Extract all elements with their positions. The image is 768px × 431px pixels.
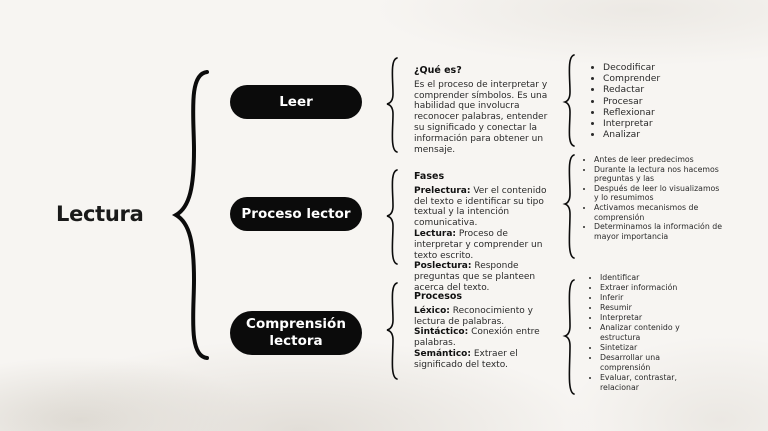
desc-heading: Fases	[414, 171, 445, 182]
desc-paragraph-semantico: Semántico: Extraer el significado del te…	[414, 348, 518, 370]
desc-heading: Procesos	[414, 291, 463, 302]
list-item: Sintetizar	[600, 343, 700, 353]
list-item: Después de leer lo visualizamos y lo res…	[594, 184, 724, 203]
bullets-proceso-lector: Antes de leer predecimos Durante la lect…	[583, 155, 724, 241]
node-label: Proceso lector	[241, 205, 351, 222]
list-item: Antes de leer predecimos	[594, 155, 724, 165]
node-label-line-2: lectora	[269, 333, 323, 349]
list-item: Analizar contenido y estructura	[600, 323, 700, 343]
desc-heading: ¿Qué es?	[414, 65, 462, 76]
bullets-comprension-lectora: Identificar Extraer información Inferir …	[589, 273, 700, 393]
desc-brace-2	[386, 169, 398, 265]
desc-paragraph-poslectura: Poslectura: Responde preguntas que se pl…	[414, 261, 536, 293]
node-leer: Leer	[230, 85, 362, 119]
list-item: Resumir	[600, 303, 700, 313]
list-brace-3	[562, 279, 575, 395]
node-label: Leer	[279, 93, 313, 110]
list-item: Identificar	[600, 273, 700, 283]
desc-comprension-lectora: Procesos Léxico: Reconocimiento y lectur…	[414, 291, 556, 371]
desc-proceso-lector: Fases Prelectura: Ver el contenido del t…	[414, 171, 556, 294]
list-item: Procesar	[603, 96, 660, 107]
desc-brace-1	[386, 57, 398, 153]
list-item: Comprender	[603, 73, 660, 84]
main-title: Lectura	[56, 202, 144, 226]
list-item: Analizar	[603, 129, 660, 140]
desc-brace-3	[386, 282, 398, 380]
desc-paragraph: Es el proceso de interpretar y comprende…	[414, 79, 548, 155]
list-item: Redactar	[603, 84, 660, 95]
list-item: Interpretar	[600, 313, 700, 323]
desc-paragraph-lexico: Léxico: Reconocimiento y lectura de pala…	[414, 305, 533, 327]
node-comprension-lectora: Comprensión lectora	[230, 311, 362, 355]
list-item: Durante la lectura nos hacemos preguntas…	[594, 165, 724, 184]
list-item: Decodificar	[603, 62, 660, 73]
list-item: Extraer información	[600, 283, 700, 293]
desc-leer: ¿Qué es? Es el proceso de interpretar y …	[414, 65, 556, 155]
desc-paragraph-lectura: Lectura: Proceso de interpretar y compre…	[414, 228, 543, 261]
list-brace-2	[562, 154, 575, 259]
list-item: Interpretar	[603, 118, 660, 129]
desc-paragraph-sintactico: Sintáctico: Conexión entre palabras.	[414, 327, 540, 349]
list-item: Evaluar, contrastar, relacionar	[600, 373, 700, 393]
bullets-leer: Decodificar Comprender Redactar Procesar…	[592, 62, 660, 140]
list-item: Inferir	[600, 293, 700, 303]
desc-paragraph-prelectura: Prelectura: Ver el contenido del texto e…	[414, 185, 547, 229]
list-brace-1	[562, 54, 575, 147]
list-item: Reflexionar	[603, 107, 660, 118]
main-brace	[171, 70, 209, 360]
list-item: Determinamos la información de mayor imp…	[594, 222, 724, 241]
node-label-line-1: Comprensión	[246, 316, 346, 332]
list-item: Activamos mecanismos de comprensión	[594, 203, 724, 222]
list-item: Desarrollar una comprensión	[600, 353, 700, 373]
node-proceso-lector: Proceso lector	[230, 197, 362, 231]
